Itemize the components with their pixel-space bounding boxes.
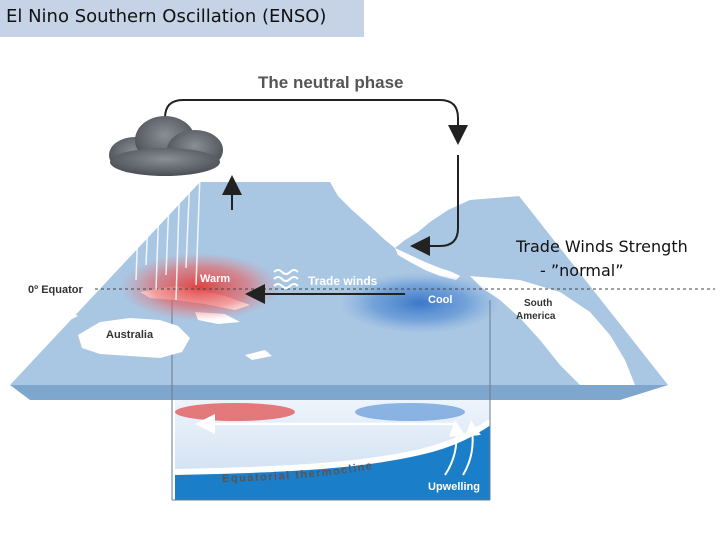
walker-circulation-loop <box>164 99 468 256</box>
cool-pool <box>340 273 500 333</box>
north-america-land <box>330 182 520 248</box>
rain-cloud-icon <box>109 116 223 176</box>
upwelling-label: Upwelling <box>428 481 480 493</box>
trade-winds-label: Trade winds <box>308 274 378 288</box>
central-america-land <box>395 248 460 280</box>
south-america-land <box>470 276 635 385</box>
rain-streaks <box>125 174 201 301</box>
trade-winds-strength-note: Trade Winds Strength - ”normal” <box>516 235 716 283</box>
south-america-label: South America <box>516 298 556 322</box>
warm-pool <box>120 253 280 321</box>
side-note-line-2: - ”normal” <box>540 261 624 280</box>
warm-label: Warm <box>200 273 230 285</box>
diagram-heading: The neutral phase <box>258 73 403 92</box>
side-note-line-1: Trade Winds Strength <box>516 237 688 256</box>
slide-title-background: El Nino Southern Oscillation (ENSO) <box>0 0 364 37</box>
cool-label: Cool <box>428 294 452 306</box>
land-masses <box>55 182 635 385</box>
slide-title: El Nino Southern Oscillation (ENSO) <box>6 6 327 27</box>
upwelling-arrows <box>444 420 481 476</box>
australia-label: Australia <box>106 329 154 341</box>
wind-wave-icon <box>273 269 299 289</box>
equator-label: 0º Equator <box>28 284 83 296</box>
ocean-cross-section <box>171 300 492 501</box>
australia-land <box>78 318 190 358</box>
